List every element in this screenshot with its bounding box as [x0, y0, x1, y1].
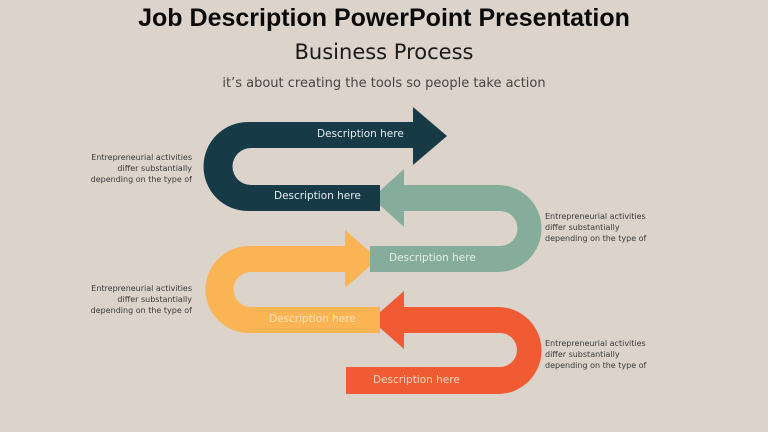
- teal-u-arrow: [370, 169, 542, 272]
- note-2: Entrepreneurial activities differ substa…: [545, 212, 647, 243]
- navy-u-arrow: [203, 107, 447, 211]
- note-4: Entrepreneurial activities differ substa…: [545, 339, 647, 370]
- red-u-arrow: [346, 291, 542, 394]
- note-3: Entrepreneurial activities differ substa…: [90, 284, 192, 315]
- orange-u-arrow: [205, 230, 380, 333]
- tagline: it’s about creating the tools so people …: [222, 76, 546, 91]
- orange-label: Description here: [269, 313, 356, 325]
- page-title: Job Description PowerPoint Presentation: [138, 4, 630, 32]
- red-label: Description here: [373, 374, 460, 386]
- note-1: Entrepreneurial activities differ substa…: [90, 153, 192, 184]
- navy-top-label: Description here: [317, 128, 404, 140]
- navy-bottom-label: Description here: [274, 190, 361, 202]
- teal-label: Description here: [389, 252, 476, 264]
- page-subtitle: Business Process: [294, 40, 474, 64]
